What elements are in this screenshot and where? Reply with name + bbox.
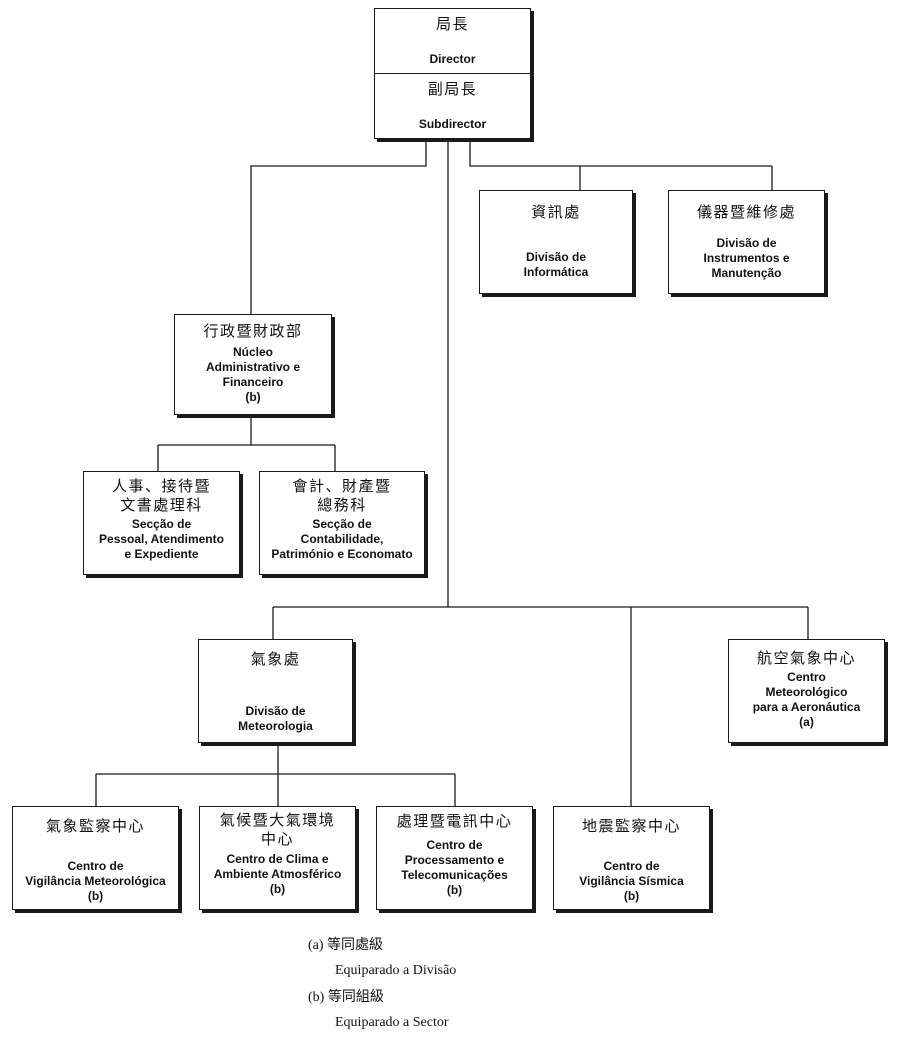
director-section: 局長 Director [375,9,530,74]
connector-to-nucleo [250,139,427,314]
meteorologia-zh: 氣象處 [250,650,301,668]
nucleo-zh: 行政暨財政部 [203,322,303,340]
subdirector-pt: Subdirector [418,117,487,131]
informatica-pt: Divisão de Informática [523,250,589,279]
vigilancia-met-pt: Centro de Vigilância Meteorológica [25,859,166,888]
legend-a: (a) 等同處級 [308,936,383,955]
meteorologia-box: 氣象處 Divisão de Meteorologia [198,639,353,743]
instrumentos-box: 儀器暨維修處 Divisão de Instrumentos e Manuten… [668,190,825,294]
telecom-note: (b) [446,883,463,897]
informatica-zh: 資訊處 [531,203,581,221]
aeronautica-zh: 航空氣象中心 [756,649,856,667]
sismica-box: 地震監察中心 Centro de Vigilância Sísmica (b) [553,806,710,910]
telecom-pt: Centro de Processamento e Telecomunicaçõ… [401,838,508,882]
director-zh: 局長 [435,15,469,33]
vigilancia-met-note: (b) [87,889,104,903]
contabilidade-pt: Secção de Contabilidade, Património e Ec… [271,517,413,561]
telecom-box: 處理暨電訊中心 Centro de Processamento e Teleco… [376,806,533,910]
vigilancia-met-zh: 氣象監察中心 [45,817,145,835]
legend-a-pt: Equiparado a Divisão [335,963,457,978]
meteorologia-pt: Divisão de Meteorologia [238,704,313,733]
legend-b-pt-row: Equiparado a Sector [335,1014,449,1032]
subdirector-zh: 副局長 [427,80,478,98]
pessoal-box: 人事、接待暨 文書處理科 Secção de Pessoal, Atendime… [83,471,240,575]
pessoal-zh: 人事、接待暨 文書處理科 [111,477,211,514]
legend-b: (b) 等同組級 [308,988,384,1007]
nucleo-box: 行政暨財政部 Núcleo Administrativo e Financeir… [174,314,332,415]
telecom-zh: 處理暨電訊中心 [396,812,513,830]
subdirector-section: 副局長 Subdirector [375,74,530,132]
legend-b-pt: Equiparado a Sector [335,1015,449,1030]
legend-a-mark: (a) [308,938,324,953]
clima-box: 氣候暨大氣環境 中心 Centro de Clima e Ambiente At… [199,806,356,910]
director-box: 局長 Director 副局長 Subdirector [374,8,531,139]
aeronautica-note: (a) [799,715,814,729]
legend-a-zh: 等同處級 [327,937,384,953]
legend-b-mark: (b) [308,990,325,1005]
vigilancia-met-box: 氣象監察中心 Centro de Vigilância Meteorológic… [12,806,179,910]
sismica-zh: 地震監察中心 [581,817,681,835]
sismica-pt: Centro de Vigilância Sísmica [579,859,684,888]
informatica-box: 資訊處 Divisão de Informática [479,190,633,294]
clima-zh: 氣候暨大氣環境 中心 [219,811,336,848]
pessoal-pt: Secção de Pessoal, Atendimento e Expedie… [99,517,224,561]
director-pt: Director [429,52,476,66]
contabilidade-zh: 會計、財產暨 總務科 [292,477,392,514]
nucleo-pt: Núcleo Administrativo e Financeiro [205,345,301,389]
contabilidade-box: 會計、財產暨 總務科 Secção de Contabilidade, Patr… [259,471,425,575]
instrumentos-zh: 儀器暨維修處 [696,203,796,221]
sismica-note: (b) [623,889,640,903]
legend-b-zh: 等同組級 [327,989,384,1005]
aeronautica-pt: Centro Meteorológico para a Aeronáutica [752,670,861,714]
nucleo-note: (b) [245,390,261,404]
aeronautica-box: 航空氣象中心 Centro Meteorológico para a Aeron… [728,639,885,743]
clima-note: (b) [269,882,286,896]
instrumentos-pt: Divisão de Instrumentos e Manutenção [703,236,790,280]
clima-pt: Centro de Clima e Ambiente Atmosférico [213,852,342,881]
connector-to-divisions [469,139,581,190]
legend-a-pt-row: Equiparado a Divisão [335,962,456,980]
